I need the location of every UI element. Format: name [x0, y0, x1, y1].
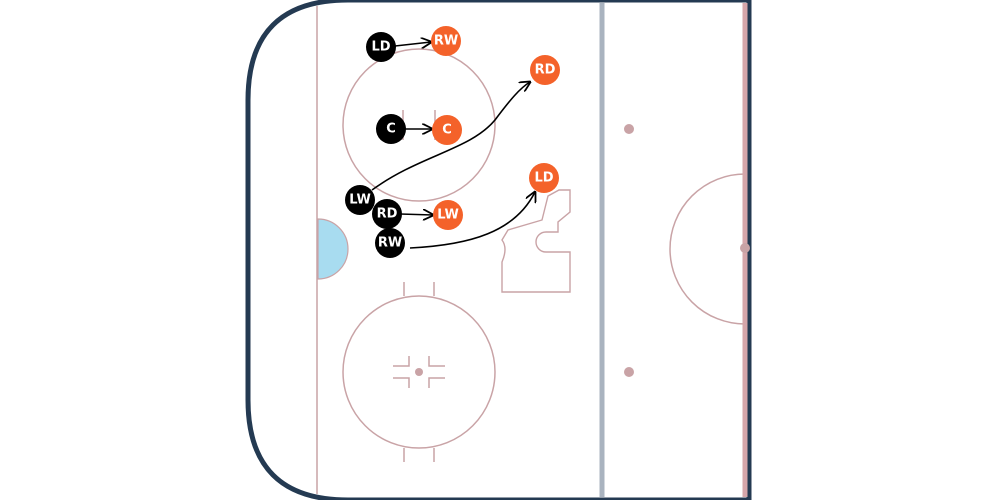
movement-arrows	[371, 42, 535, 249]
goal-crease	[317, 218, 349, 280]
rink-marking-outline	[501, 189, 571, 293]
arrow-lw-to-rd	[371, 82, 530, 191]
player-label: LW	[349, 193, 371, 208]
player-a-ld: LD	[366, 32, 396, 62]
player-label: RW	[434, 34, 458, 49]
player-label: RD	[535, 63, 556, 78]
faceoff-circle-bottom	[342, 282, 496, 462]
arrow-rd-to-lw	[399, 214, 433, 215]
player-b-rw: RW	[431, 26, 461, 56]
player-b-lw: LW	[433, 200, 463, 230]
player-label: LD	[371, 40, 390, 55]
player-label: LD	[534, 171, 553, 186]
player-b-rd: RD	[530, 55, 560, 85]
center-circle	[669, 173, 746, 325]
arrow-rw-to-ld	[409, 192, 535, 249]
player-label: RW	[378, 236, 402, 251]
neutral-faceoff-dot-bottom	[624, 367, 634, 377]
player-b-ld: LD	[529, 163, 559, 193]
player-b-c: C	[432, 115, 462, 145]
player-label: LW	[437, 208, 459, 223]
player-a-lw: LW	[345, 185, 375, 215]
player-a-c: C	[376, 114, 406, 144]
player-a-rd: RD	[372, 199, 402, 229]
player-label: C	[386, 122, 396, 137]
player-label: C	[442, 123, 452, 138]
center-faceoff-dot	[740, 243, 750, 253]
rink-boards	[245, 0, 752, 500]
player-label: RD	[377, 207, 398, 222]
player-a-rw: RW	[375, 228, 405, 258]
arrow-ld-to-rw	[394, 42, 431, 46]
neutral-faceoff-dot-top	[624, 124, 634, 134]
